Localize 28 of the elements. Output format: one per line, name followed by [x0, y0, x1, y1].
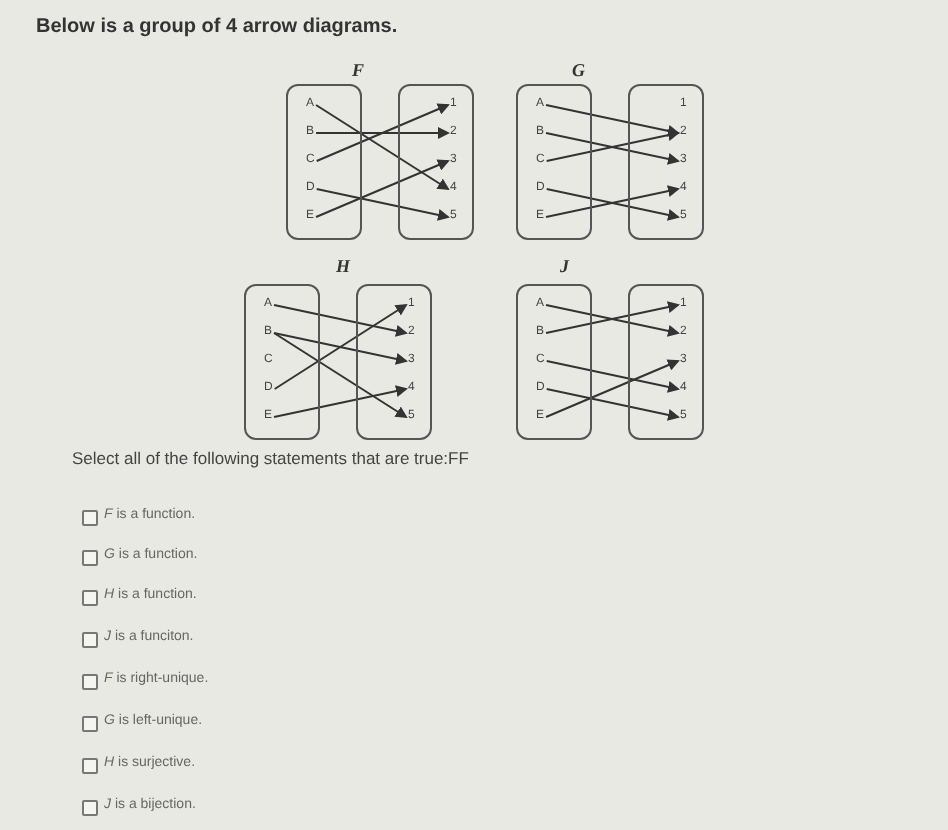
arrow [315, 127, 450, 139]
arrow [273, 304, 408, 337]
heading: Below is a group of 4 arrow diagrams. [36, 16, 398, 38]
set-box [628, 284, 704, 440]
arrow [545, 359, 680, 418]
arrow [273, 332, 408, 365]
set-box [244, 284, 320, 440]
arrow [545, 388, 680, 421]
arrow [545, 104, 680, 137]
arrow [315, 188, 450, 221]
function-name: J [560, 256, 569, 276]
set-box [286, 84, 362, 240]
instruction-text: Select all of the following statements that are true:FF [72, 448, 469, 468]
set-box [628, 84, 704, 240]
arrow [545, 360, 680, 393]
set-box [398, 84, 474, 240]
arrow [315, 103, 450, 162]
arrow [273, 303, 408, 390]
function-name: F [352, 60, 365, 80]
set-box [516, 284, 592, 440]
arrow [315, 159, 450, 218]
set-box [356, 284, 432, 440]
function-name: G [572, 60, 585, 80]
arrow [273, 332, 408, 419]
set-box [516, 84, 592, 240]
arrow [315, 104, 450, 191]
function-name: H [336, 256, 351, 276]
arrow [273, 385, 408, 418]
